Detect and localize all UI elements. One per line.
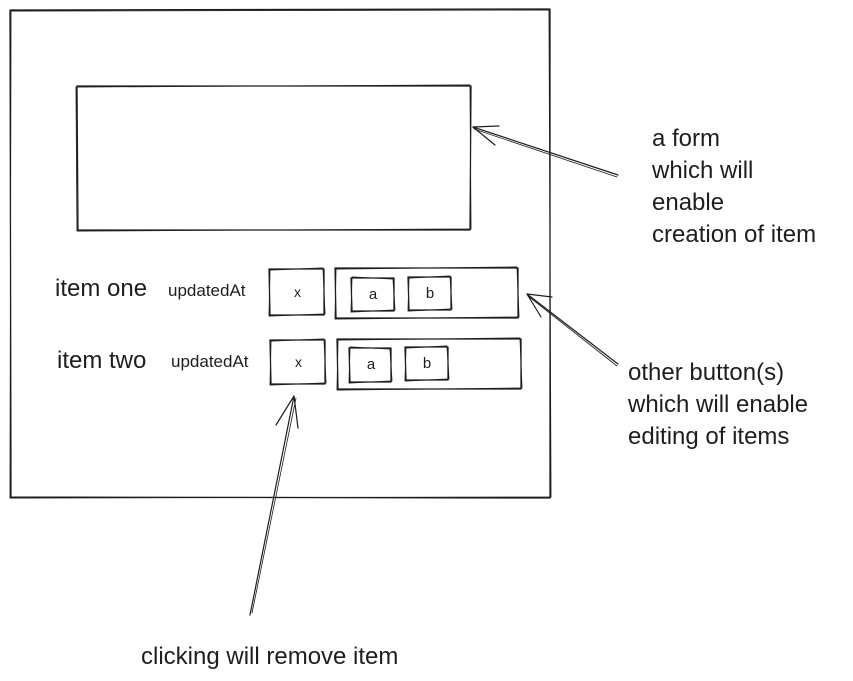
item-two-updated-at: updatedAt xyxy=(171,352,249,371)
item-one-updated-at: updatedAt xyxy=(168,281,246,300)
item-one-name: item one xyxy=(55,275,148,302)
item-one-edit-b-box[interactable] xyxy=(407,275,453,312)
form-annotation-line: which will xyxy=(652,157,754,184)
remove-annotation: clicking will remove item xyxy=(141,643,399,670)
edit-annotation-line: other button(s) xyxy=(628,359,785,386)
item-two-remove-button[interactable]: x xyxy=(295,354,302,370)
form-annotation-line: enable xyxy=(652,189,725,216)
item-two-edit-b-box[interactable] xyxy=(404,345,450,382)
edit-annotation-line: which will enable xyxy=(628,391,809,418)
item-two-edit-container xyxy=(336,337,523,391)
item-two-remove-box[interactable] xyxy=(269,338,327,386)
app-frame xyxy=(9,8,552,499)
item-two-edit-b-button[interactable]: b xyxy=(422,355,432,372)
remove-arrow xyxy=(249,395,299,616)
form-annotation-line: creation of item xyxy=(652,221,817,248)
item-one-edit-b-button[interactable]: b xyxy=(425,285,435,302)
item-two-edit-a-button[interactable]: a xyxy=(366,356,376,373)
form-annotation-line: a form xyxy=(652,125,721,152)
form-arrow xyxy=(472,125,619,178)
create-form-box[interactable] xyxy=(75,84,472,232)
item-two-edit-a-box[interactable] xyxy=(348,346,393,384)
item-one-remove-button[interactable]: x xyxy=(294,284,301,300)
item-one-edit-a-button[interactable]: a xyxy=(368,286,378,303)
item-one-remove-box[interactable] xyxy=(268,267,326,317)
edit-annotation: other button(s) which will enable editin… xyxy=(628,357,808,453)
item-two-name: item two xyxy=(57,347,147,374)
edit-arrow xyxy=(526,293,619,367)
edit-annotation-line: editing of items xyxy=(628,423,790,450)
item-one-edit-container xyxy=(334,266,520,320)
item-one-edit-a-box[interactable] xyxy=(350,276,396,313)
form-annotation: a form which will enable creation of ite… xyxy=(652,123,816,251)
